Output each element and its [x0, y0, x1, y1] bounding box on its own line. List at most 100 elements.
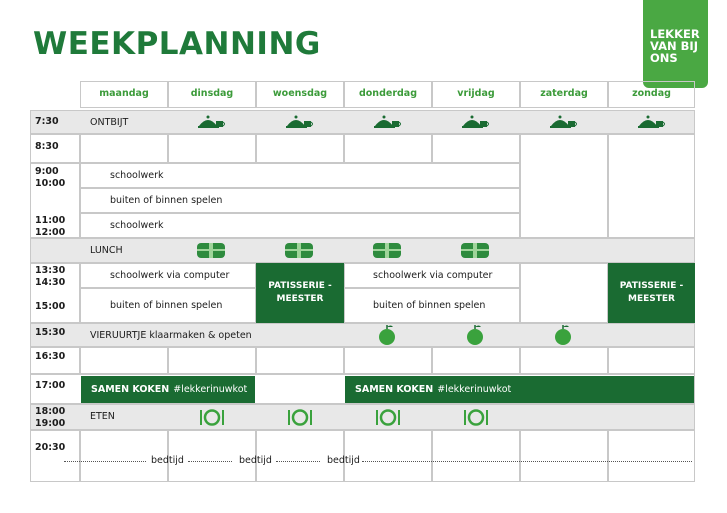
cloche-cup-icon [286, 115, 313, 128]
time-label: 14:30 [35, 277, 66, 288]
cell-zondag-morning [608, 134, 695, 238]
time-label: 9:00 [35, 166, 59, 177]
time-cell [30, 134, 80, 163]
cutlery-plate-icon [376, 409, 400, 426]
day-header-maandag: maandag [80, 81, 168, 108]
time-label: 7:30 [35, 116, 59, 127]
patisserie-block-woensdag: PATISSERIE - MEESTER [256, 263, 344, 323]
cell [256, 134, 344, 163]
cell-zaterdag-morning [520, 134, 608, 238]
time-label: 15:00 [35, 301, 66, 312]
row-vieruurtje [30, 323, 695, 347]
time-label: 11:00 [35, 215, 66, 226]
row-ontbijt [30, 110, 695, 134]
schoolwerk-label: schoolwerk [110, 220, 164, 231]
cutlery-plate-icon [464, 409, 488, 426]
bedtijd-label: bedtijd [239, 455, 272, 466]
cell [80, 347, 168, 374]
time-cell [30, 347, 80, 374]
bedtime-dotline [362, 461, 692, 462]
cloche-cup-icon [638, 115, 665, 128]
cutlery-plate-icon [288, 409, 312, 426]
apple-icon [467, 325, 483, 345]
bedtijd-label: bedtijd [151, 455, 184, 466]
apple-icon [379, 325, 395, 345]
lunchbox-icon [373, 243, 401, 258]
samen-koken-label: SAMEN KOKEN [91, 384, 170, 395]
cell [344, 347, 432, 374]
time-label: 18:00 [35, 406, 66, 417]
time-label: 20:30 [35, 442, 66, 453]
cell [344, 134, 432, 163]
time-label: 8:30 [35, 141, 59, 152]
cell [608, 430, 695, 482]
brand-logo: LEKKER VAN BIJ ONS [643, 0, 708, 88]
cell [608, 347, 695, 374]
cell-computer [80, 263, 256, 288]
cell [432, 134, 520, 163]
apple-icon [555, 325, 571, 345]
cell-computer [344, 263, 520, 288]
row-schoolwerk [80, 213, 520, 238]
schoolwerk-label: schoolwerk [110, 170, 164, 181]
patisserie-block-zondag: PATISSERIE - MEESTER [608, 263, 695, 323]
cell [80, 430, 168, 482]
cell [168, 430, 256, 482]
bedtime-dotline [64, 461, 146, 462]
cloche-cup-icon [462, 115, 489, 128]
cell [432, 347, 520, 374]
day-header-woensdag: woensdag [256, 81, 344, 108]
time-label: 16:30 [35, 351, 66, 362]
cell [80, 134, 168, 163]
samen-koken-block-2: SAMEN KOKEN #lekkerinuwkot [345, 376, 694, 403]
cell [256, 430, 344, 482]
day-header-zaterdag: zaterdag [520, 81, 608, 108]
cell [168, 134, 256, 163]
cell-spelen [80, 288, 256, 323]
time-cell [30, 263, 80, 323]
cell [168, 347, 256, 374]
samen-koken-tag: #lekkerinuwkot [437, 384, 512, 395]
bedtime-dotline [276, 461, 320, 462]
spelen-label: buiten of binnen spelen [110, 195, 223, 206]
cell-spelen [344, 288, 520, 323]
time-label: 15:30 [35, 327, 66, 338]
computer-label: schoolwerk via computer [110, 270, 230, 281]
eten-label: ETEN [90, 411, 115, 422]
row-lunch [30, 238, 695, 263]
row-spelen [80, 188, 520, 213]
vieruurtje-label: VIERUURTJE klaarmaken & opeten [90, 330, 252, 341]
time-cell [30, 163, 80, 238]
time-label: 10:00 [35, 178, 66, 189]
page-title: WEEKPLANNING [33, 26, 321, 62]
logo-line-2: VAN BIJ [650, 39, 698, 53]
day-header-zondag: zondag [608, 81, 695, 108]
day-header-donderdag: donderdag [344, 81, 432, 108]
lunch-label: LUNCH [90, 245, 123, 256]
cell [432, 430, 520, 482]
cell-zaterdag-afternoon [520, 263, 608, 323]
cloche-cup-icon [374, 115, 401, 128]
time-label: 17:00 [35, 380, 66, 391]
row-schoolwerk [80, 163, 520, 188]
bedtime-dotline [188, 461, 232, 462]
samen-koken-label: SAMEN KOKEN [355, 384, 434, 395]
logo-line-1: LEKKER [650, 27, 700, 41]
samen-koken-block-1: SAMEN KOKEN #lekkerinuwkot [81, 376, 255, 403]
cell [256, 347, 344, 374]
cloche-cup-icon [198, 115, 225, 128]
lunchbox-icon [197, 243, 225, 258]
spelen-label: buiten of binnen spelen [110, 300, 223, 311]
day-header-vrijdag: vrijdag [432, 81, 520, 108]
cell [520, 347, 608, 374]
cutlery-plate-icon [200, 409, 224, 426]
row-eten [30, 404, 695, 430]
time-label: 19:00 [35, 418, 66, 429]
time-cell [30, 430, 80, 482]
cloche-cup-icon [550, 115, 577, 128]
time-label: 12:00 [35, 227, 66, 238]
spelen-label: buiten of binnen spelen [373, 300, 486, 311]
cell [344, 430, 432, 482]
ontbijt-label: ONTBIJT [90, 117, 129, 128]
day-header-dinsdag: dinsdag [168, 81, 256, 108]
